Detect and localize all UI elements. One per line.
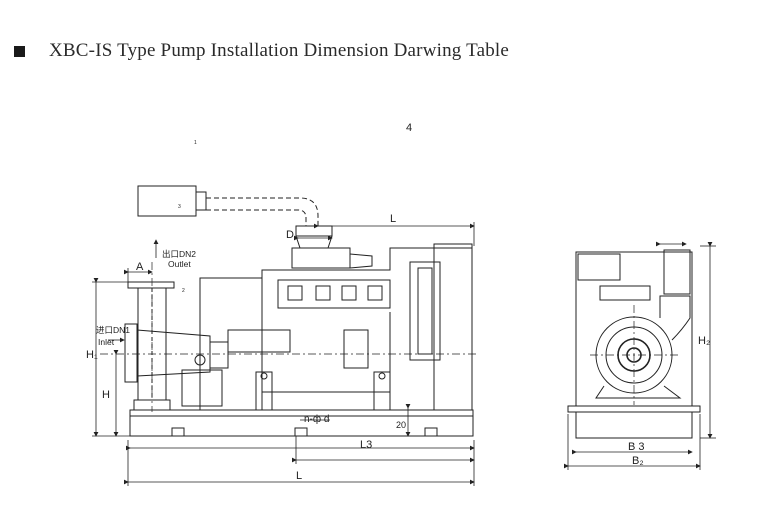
mount-left	[255, 371, 273, 411]
end-base	[575, 411, 693, 439]
dim-D: D	[286, 229, 294, 241]
air-filter	[137, 185, 373, 269]
dim-B2: B₂	[632, 455, 644, 467]
label-2: 2	[182, 288, 185, 294]
page-title: XBC-IS Type Pump Installation Dimension …	[49, 40, 510, 61]
base-frame	[129, 409, 474, 437]
engine-block	[199, 243, 473, 411]
dim-A: A	[136, 261, 144, 273]
side-view	[100, 185, 478, 437]
outlet-cn-label: 出口DN2	[162, 249, 196, 259]
dim-L-bottom: L	[296, 470, 302, 482]
inlet-cn-label: 进口DN1	[96, 325, 130, 335]
dim-20: 20	[396, 420, 406, 430]
dim-B3: B 3	[628, 441, 645, 453]
title-row: XBC-IS Type Pump Installation Dimension …	[14, 40, 509, 62]
inlet-en-label: Inlet	[98, 337, 115, 347]
dim-L-top: L	[390, 213, 396, 225]
dim-H: H	[102, 389, 110, 401]
label-3: 3	[178, 204, 181, 210]
end-dimensions	[564, 241, 716, 470]
bullet-square-icon	[14, 45, 25, 57]
label-1: 1	[194, 140, 197, 146]
mount-right	[373, 371, 391, 411]
dim-H2: H₂	[698, 335, 710, 347]
end-view	[567, 249, 701, 439]
pump-body	[124, 281, 229, 411]
dim-H1: H₁	[86, 349, 98, 361]
dim-n-d: n-ф d	[304, 413, 329, 425]
side-dimensions	[92, 222, 475, 486]
label-4: 4	[406, 122, 412, 134]
dim-L3: L3	[360, 439, 372, 451]
outlet-en-label: Outlet	[168, 259, 191, 269]
